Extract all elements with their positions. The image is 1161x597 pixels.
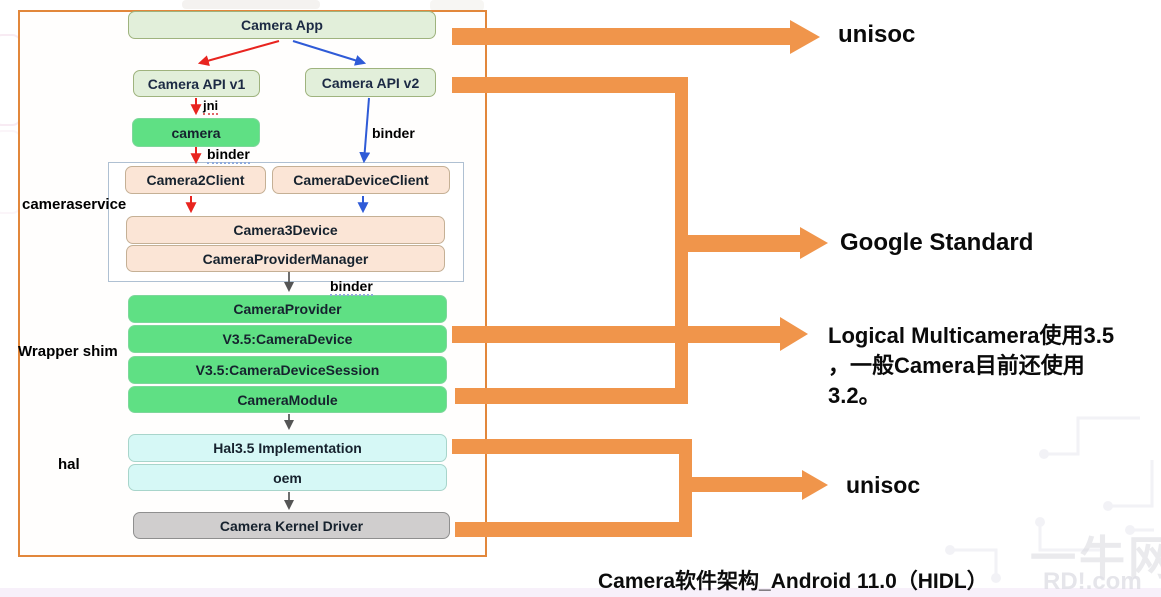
label-cameraservice: cameraservice: [22, 196, 127, 213]
connector-v35device-bar: [452, 326, 780, 343]
box-cameramodule: CameraModule: [128, 386, 447, 413]
callout-top-unisoc: unisoc: [838, 21, 916, 48]
box-camera3device: Camera3Device: [126, 216, 445, 244]
connector-app-arrowhead: [790, 20, 820, 54]
callout-multicamera: Logical Multicamera使用3.5 ，一般Camera目前还使用 …: [828, 321, 1160, 411]
box-hal35-implementation: Hal3.5 Implementation: [128, 434, 447, 462]
connector-multicamera-arrowhead: [780, 317, 808, 351]
label-wrapper-shim: Wrapper shim: [18, 343, 118, 360]
label-binder-camera: binder: [207, 146, 250, 164]
connector-kernel-bar: [455, 522, 692, 537]
label-binder-provider: binder: [330, 278, 373, 296]
connector-cameramodule-bar: [455, 388, 688, 404]
box-cameraprovider: CameraProvider: [128, 295, 447, 323]
connector-app-bar: [452, 28, 790, 45]
label-jni: jni: [203, 98, 219, 115]
box-camera2client: Camera2Client: [125, 166, 266, 194]
box-camera-api-v1: Camera API v1: [133, 70, 260, 97]
connector-unisoc-arrowhead: [802, 470, 828, 500]
connector-hal35-bar: [452, 439, 692, 454]
callout-multicamera-line2: ，一般Camera目前还使用: [828, 353, 1085, 378]
callout-multicamera-line1: Logical Multicamera使用3.5: [828, 323, 1115, 348]
callout-google-standard: Google Standard: [840, 229, 1034, 256]
ghost-shape-top2: [430, 0, 484, 11]
callout-multicamera-line3: 3.2。: [828, 383, 881, 408]
connector-google-bar: [688, 235, 800, 252]
label-binder-api-v2: binder: [372, 125, 415, 141]
box-cameradeviceclient: CameraDeviceClient: [272, 166, 450, 194]
box-camera: camera: [132, 118, 260, 147]
box-cameraprovidermanager: CameraProviderManager: [126, 245, 445, 272]
box-camera-kernel-driver: Camera Kernel Driver: [133, 512, 450, 539]
bottom-strip: [0, 588, 1161, 597]
box-camera-app: Camera App: [128, 11, 436, 39]
box-v35-cameradevice: V3.5:CameraDevice: [128, 325, 447, 353]
connector-unisoc-bar: [692, 477, 802, 492]
connector-apiv2-bar: [452, 77, 688, 93]
watermark-domain: RD!.com: [1043, 568, 1142, 595]
box-oem: oem: [128, 464, 447, 491]
connector-vertical-unisoc: [679, 439, 692, 536]
callout-bottom-unisoc: unisoc: [846, 472, 921, 498]
ghost-shape-top: [182, 0, 320, 9]
box-camera-api-v2: Camera API v2: [305, 68, 436, 97]
box-v35-cameradevicesession: V3.5:CameraDeviceSession: [128, 356, 447, 384]
connector-google-arrowhead: [800, 227, 828, 259]
connector-vertical-google: [675, 77, 688, 404]
label-hal: hal: [58, 456, 80, 473]
page-title: Camera软件架构_Android 11.0（HIDL）: [598, 570, 988, 593]
